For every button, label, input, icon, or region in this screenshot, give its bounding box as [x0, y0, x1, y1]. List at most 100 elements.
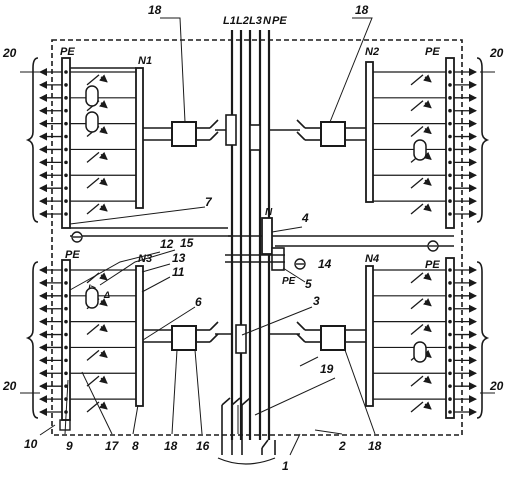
switch-contact [86, 324, 100, 336]
callout-20-br: 20 [489, 379, 504, 393]
coil-symbol [85, 85, 99, 107]
terminal-dot [448, 212, 452, 216]
switch-contact [86, 349, 100, 361]
terminal-dot [448, 319, 452, 324]
callout-20-tr: 20 [489, 46, 504, 60]
terminal-dot [448, 358, 452, 363]
terminal-dot [64, 199, 68, 203]
terminal-dot [448, 345, 452, 350]
switch-contact [410, 203, 424, 215]
feeders-top-right [373, 68, 477, 218]
terminal-dot [448, 147, 452, 152]
callout-16: 16 [196, 439, 210, 453]
switch-arrow [423, 125, 432, 135]
switch-contact [410, 272, 424, 284]
switch-contact [410, 177, 424, 189]
n1-label: N1 [138, 55, 152, 67]
switch-arrow [99, 323, 108, 333]
terminal-dot [64, 96, 68, 100]
pe-label-bl: PE [65, 249, 80, 261]
terminal-dot [64, 173, 68, 178]
terminal-dot [448, 410, 452, 414]
pe-label-tr: PE [425, 46, 440, 58]
callout-10: 10 [24, 437, 38, 451]
terminal-dot [64, 294, 68, 298]
switch-arrow [423, 375, 432, 384]
callout-20-tl: 20 [2, 46, 17, 60]
callout-12: 12 [160, 237, 174, 251]
bus-label-l1: L1 [223, 15, 236, 27]
callout-13: 13 [172, 251, 186, 265]
switch-contact [410, 74, 424, 86]
callout-14: 14 [318, 257, 332, 271]
terminal-dot [64, 268, 68, 272]
callout-20-bl: 20 [2, 379, 17, 393]
terminal-dot [64, 70, 68, 74]
callout-leaders [20, 17, 495, 456]
switch-arrow [423, 203, 432, 212]
ground-icon [71, 231, 439, 270]
terminal-dot [64, 371, 68, 376]
switch-arrow [423, 100, 432, 109]
panel-top-right [365, 57, 455, 229]
switch-contact [410, 100, 424, 112]
terminal-dot [64, 121, 68, 126]
switch-arrow [99, 177, 108, 186]
callout-4: 4 [301, 211, 309, 225]
callout-17: 17 [105, 439, 120, 453]
terminal-dot [448, 83, 452, 87]
callout-5: 5 [305, 277, 312, 291]
pe-label-tl: PE [60, 46, 75, 58]
terminal-dot [64, 306, 68, 311]
switch-contact [86, 177, 100, 189]
terminal-dot [64, 108, 68, 113]
terminal-dot [64, 281, 68, 285]
switch-arrow [423, 74, 432, 83]
callout-3: 3 [313, 294, 320, 308]
breaker-connections [143, 114, 366, 354]
terminal-dot [448, 160, 452, 165]
terminal-dot [64, 147, 68, 152]
switch-contact [410, 126, 424, 138]
switch-arrow [99, 151, 108, 161]
coil-symbol [85, 111, 99, 133]
callout-19: 19 [320, 362, 334, 376]
switch-arrow [423, 298, 432, 307]
pe-label-br: PE [425, 259, 440, 271]
bus-label-l3: L3 [249, 15, 262, 27]
terminal-dot [448, 384, 452, 388]
feeders-bottom-right [373, 266, 477, 416]
terminal-dot [64, 134, 68, 139]
terminal-dot [448, 108, 452, 113]
panel-bottom-right [365, 257, 455, 419]
terminal-dot [448, 281, 452, 285]
callout-6: 6 [195, 295, 202, 309]
terminal-dot [64, 358, 68, 363]
coil-symbol [413, 341, 427, 363]
switch-arrow [99, 375, 108, 384]
terminal-dot [448, 332, 452, 337]
switch-arrow [99, 349, 108, 359]
terminal-dot [448, 306, 452, 311]
terminal-dot [448, 186, 452, 190]
callout-1: 1 [282, 459, 289, 473]
callout-8: 8 [132, 439, 139, 453]
switch-contact [410, 375, 424, 387]
terminal-dot [448, 294, 452, 298]
terminal-dot [64, 212, 68, 216]
terminal-dot [448, 134, 452, 139]
panel-top-left [61, 57, 144, 229]
terminal-dot [448, 268, 452, 272]
callout-18-top-right: 18 [355, 3, 369, 17]
terminal-dot [448, 371, 452, 376]
switch-contact [86, 74, 100, 86]
switch-contact [410, 401, 424, 413]
switch-contact [410, 298, 424, 310]
switch-arrow [99, 74, 108, 83]
switch-contact [86, 151, 100, 163]
bus-label-pe: PE [272, 15, 287, 27]
switch-arrow [423, 177, 432, 186]
coil-symbol [85, 287, 99, 309]
terminal-dot [448, 173, 452, 178]
